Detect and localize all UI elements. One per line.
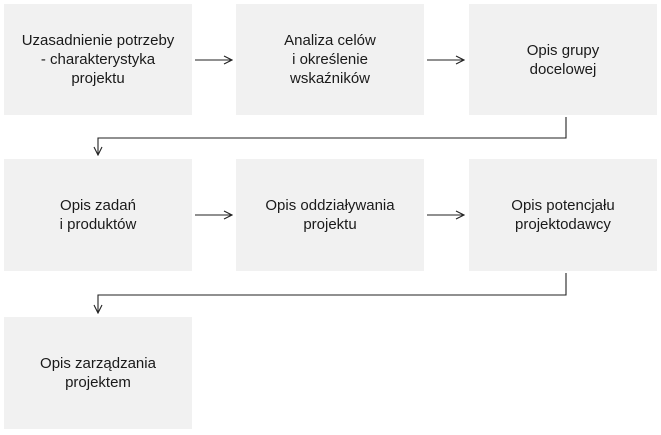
step-label: Uzasadnienie potrzeby - charakterystyka … bbox=[21, 32, 175, 87]
arrow-step3-to-step4 bbox=[98, 117, 567, 155]
step-label: Opis zarządzania projektem bbox=[40, 355, 156, 391]
step-label: Opis zadań i produktów bbox=[59, 197, 137, 233]
step-box-2: Analiza celów i określenie wskaźników bbox=[236, 4, 424, 115]
step-box-1: Uzasadnienie potrzeby - charakterystyka … bbox=[4, 4, 192, 115]
step-label: Opis grupy docelowej bbox=[526, 41, 600, 78]
step-box-3: Opis grupy docelowej bbox=[469, 4, 657, 115]
arrow-step6-to-step7 bbox=[98, 273, 567, 313]
step-label: Opis oddziaływania projektu bbox=[265, 197, 395, 233]
step-box-6: Opis potencjału projektodawcy bbox=[469, 159, 657, 271]
step-box-4: Opis zadań i produktów bbox=[4, 159, 192, 271]
step-box-5: Opis oddziaływania projektu bbox=[236, 159, 424, 271]
step-box-7: Opis zarządzania projektem bbox=[4, 317, 192, 429]
step-label: Opis potencjału projektodawcy bbox=[511, 197, 615, 233]
step-label: Analiza celów i określenie wskaźników bbox=[284, 32, 376, 87]
